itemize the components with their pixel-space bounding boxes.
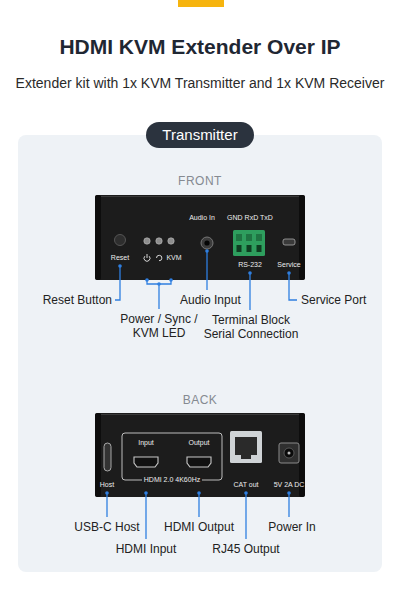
device-housing xyxy=(95,413,305,497)
status-led xyxy=(144,238,150,244)
terminal-slot xyxy=(247,245,252,252)
leader-dot xyxy=(205,249,209,253)
dc-jack xyxy=(279,443,299,463)
callout-label: Power / Sync / KVM LED xyxy=(113,312,205,341)
leader-line xyxy=(245,493,246,539)
hdmi-bracket xyxy=(122,433,222,480)
callout-label: HDMI Input xyxy=(116,542,177,556)
leader-dot xyxy=(105,491,109,495)
sync-icon xyxy=(157,255,162,260)
leader-dot xyxy=(169,278,173,282)
service-port xyxy=(283,239,295,245)
leader-line xyxy=(158,284,159,309)
callout-label: RJ45 Output xyxy=(212,542,279,556)
terminal-screw xyxy=(236,234,242,241)
audio-jack xyxy=(204,240,209,245)
terminal-screw xyxy=(246,234,252,241)
port-marking: Service xyxy=(277,261,300,269)
pin-names: GND RxD TxD xyxy=(227,214,273,222)
leader-line xyxy=(249,273,250,310)
usb-c-port xyxy=(104,443,111,471)
leader-line xyxy=(145,493,146,539)
leader-line xyxy=(198,493,199,517)
hdmi-port xyxy=(134,457,158,467)
status-led xyxy=(168,238,174,244)
leader-dot xyxy=(287,271,291,275)
port-marking: Audio In xyxy=(189,214,215,222)
leader-dot xyxy=(197,491,201,495)
housing-edge xyxy=(101,414,299,415)
port-marking: Input xyxy=(138,439,154,447)
leader-dot xyxy=(145,278,149,282)
terminal-slot xyxy=(257,245,262,252)
back-device-art xyxy=(95,413,305,497)
hdmi-port xyxy=(187,457,211,467)
leader-line xyxy=(289,273,297,300)
leader-line xyxy=(115,266,120,300)
rj45-opening xyxy=(241,455,251,459)
reset-button xyxy=(115,235,126,246)
front-device: FRONTResetKVMAudio InGND RxD TxDRS-232Se… xyxy=(95,195,305,280)
view-heading: BACK xyxy=(183,393,218,407)
terminal-block xyxy=(233,230,265,256)
page-title: HDMI KVM Extender Over IP xyxy=(59,34,340,59)
leader-dot xyxy=(244,491,248,495)
callout-label: Audio Input xyxy=(180,293,241,307)
section-badge: Transmitter xyxy=(146,122,253,148)
device-housing xyxy=(95,195,305,280)
callout-label: USB-C Host xyxy=(74,520,139,534)
back-device: BACKHostInputOutputHDMI 2.0 4K60HzCAT ou… xyxy=(95,413,305,497)
port-marking: CAT out xyxy=(233,481,258,489)
terminal-slot xyxy=(237,245,242,252)
callout-label: Reset Button xyxy=(43,293,112,307)
page-subtitle: Extender kit with 1x KVM Transmitter and… xyxy=(16,75,385,92)
leader-dot xyxy=(144,491,148,495)
port-marking: Reset xyxy=(111,254,129,262)
transmitter-panel: TransmitterFRONTResetKVMAudio InGND RxD … xyxy=(18,135,382,572)
leader-line xyxy=(206,251,207,290)
housing-flange xyxy=(95,195,101,280)
rj45-opening xyxy=(235,437,257,455)
port-marking: Host xyxy=(100,481,114,489)
leader-dot xyxy=(248,271,252,275)
callout-label: Power In xyxy=(268,520,315,534)
port-marking: KVM xyxy=(166,254,181,262)
leader-line xyxy=(288,493,289,517)
leader-line xyxy=(106,493,107,517)
audio-jack xyxy=(201,237,213,249)
callout-label: Service Port xyxy=(301,293,366,307)
rj45-port xyxy=(230,431,262,463)
view-heading: FRONT xyxy=(178,174,222,188)
status-led xyxy=(156,238,162,244)
dc-jack xyxy=(288,452,291,455)
leader-dot xyxy=(157,282,161,286)
front-device-art xyxy=(95,195,305,280)
port-marking: Output xyxy=(188,439,209,447)
terminal-screw xyxy=(256,234,262,241)
port-marking: RS-232 xyxy=(238,261,262,269)
dc-jack xyxy=(284,448,294,458)
leader-dot xyxy=(287,491,291,495)
port-marking: HDMI 2.0 4K60Hz xyxy=(142,476,202,484)
leader-dot xyxy=(118,264,122,268)
power-icon xyxy=(147,254,148,258)
housing-edge xyxy=(101,196,299,197)
accent-tab xyxy=(178,0,224,7)
port-marking: 5V 2A DC xyxy=(274,481,305,489)
callout-label: HDMI Output xyxy=(164,520,234,534)
callout-label: Terminal Block Serial Connection xyxy=(195,313,307,342)
